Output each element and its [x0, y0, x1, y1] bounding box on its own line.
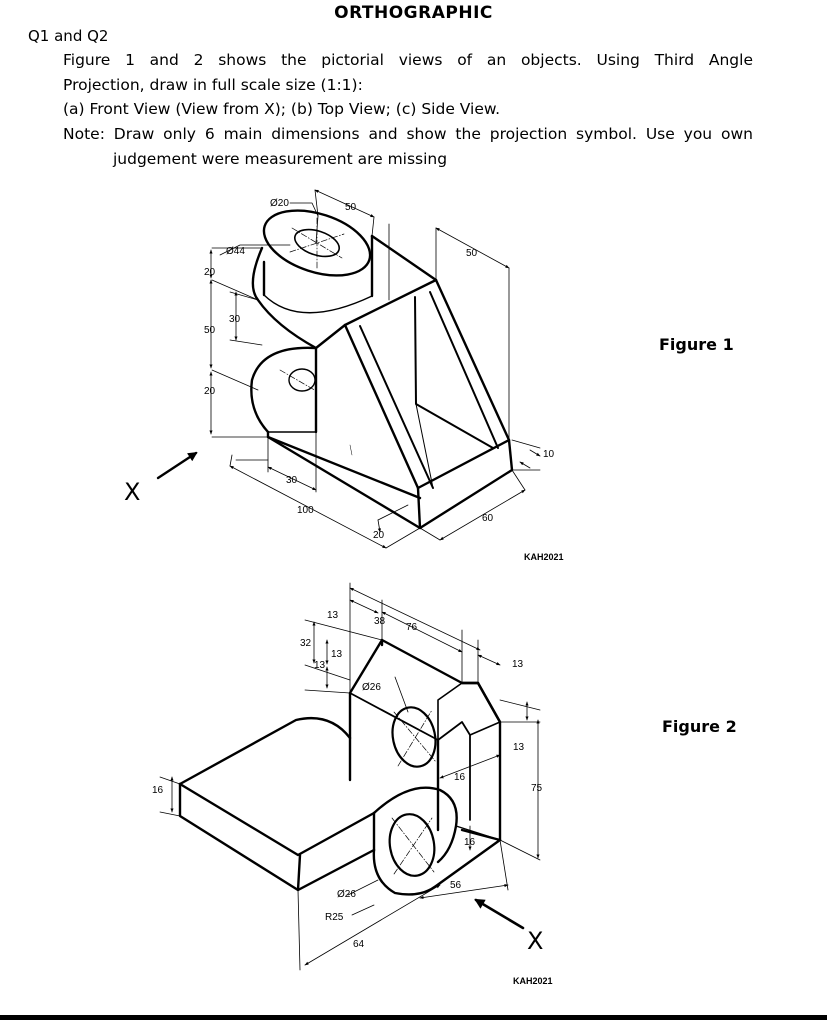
- fig1-slot: [359, 291, 499, 489]
- fig2-dim-radius: R25: [325, 912, 344, 923]
- figure-1-label: Figure 1: [659, 335, 734, 354]
- l4-word: Draw: [113, 125, 155, 143]
- fig1-dim-bottom-60: 60: [482, 513, 494, 524]
- page-bottom-rule: [0, 1015, 827, 1020]
- fig1-dim-bottom-30: 30: [286, 475, 298, 486]
- fig1-view-arrow: [156, 451, 198, 480]
- fig2-dim-left-13b: 13: [314, 660, 326, 671]
- l1-word: Figure: [63, 51, 111, 69]
- fig1-dim-right-50: 50: [466, 248, 478, 259]
- l4-word: projection: [489, 125, 568, 143]
- l4-word: Use: [645, 125, 675, 143]
- instruction-line-2: Projection, draw in full scale size (1:1…: [63, 76, 363, 94]
- fig2-dim-right-13b: 13: [513, 742, 525, 753]
- fig1-dim-bottom-100: 100: [297, 505, 314, 516]
- figure-1-drawing: [156, 189, 541, 549]
- l4-word: symbol.: [576, 125, 637, 143]
- fig2-upper-hole: [391, 706, 437, 768]
- l1-word: Angle: [708, 51, 753, 69]
- l1-word: 1: [125, 51, 135, 69]
- fig1-dim-top-50: 50: [345, 202, 357, 213]
- fig2-dim-bottom-56: 56: [450, 880, 462, 891]
- fig1-left-profile: [250, 246, 422, 500]
- fig1-dim-bottom-20: 20: [373, 530, 385, 541]
- fig2-dim-left-13a: 13: [331, 649, 343, 660]
- l1-word: the: [281, 51, 307, 69]
- l1-word: shows: [218, 51, 267, 69]
- fig2-dim-right-13a: 13: [512, 659, 524, 670]
- fig1-view-x-label: X: [124, 478, 140, 506]
- l1-word: views: [398, 51, 443, 69]
- l4-word: 6: [204, 125, 215, 143]
- l1-word: Using: [596, 51, 640, 69]
- fig1-dim-left-30: 30: [229, 314, 241, 325]
- fig2-view-arrow: [474, 898, 525, 930]
- l4-word: own: [721, 125, 753, 143]
- fig2-dim-hole-upper: Ø26: [362, 682, 381, 693]
- fig2-dim-hole-lower: Ø26: [337, 889, 356, 900]
- fig2-dimension-lines: [159, 582, 541, 971]
- fig2-dim-right-75: 75: [531, 783, 543, 794]
- l1-word: an: [486, 51, 507, 69]
- l4-word: only: [163, 125, 196, 143]
- l1-word: pictorial: [321, 51, 384, 69]
- fig1-dim-left-50: 50: [204, 325, 216, 336]
- l1-word: Third: [654, 51, 695, 69]
- l4-word: Note:: [63, 125, 105, 143]
- fig2-dim-right-16: 16: [464, 837, 476, 848]
- fig1-dim-left-20a: 20: [204, 267, 216, 278]
- fig2-dim-bottom-64: 64: [353, 939, 365, 950]
- instruction-line-5: judgement were measurement are missing: [113, 150, 448, 168]
- fig2-lower-boss: [372, 786, 501, 877]
- fig1-dimension-lines: [209, 189, 541, 549]
- fig2-dimension-labels: 13 38 76 32 13 13 Ø26 13 13 75 16 16 16 …: [152, 610, 543, 955]
- l1-word: and: [149, 51, 179, 69]
- fig1-dim-d20: Ø20: [270, 198, 289, 209]
- figure-2-credit: KAH2021: [513, 976, 553, 986]
- l4-word: dimensions: [271, 125, 360, 143]
- fig2-dim-mid-16: 16: [454, 772, 466, 783]
- l4-word: you: [683, 125, 713, 143]
- fig2-dim-top-13: 13: [327, 610, 339, 621]
- fig2-base-plate: [178, 716, 502, 896]
- l1-word: 2: [193, 51, 204, 69]
- figure-2-label: Figure 2: [662, 717, 737, 736]
- l4-word: and: [368, 125, 398, 143]
- instruction-line-3: (a) Front View (View from X); (b) Top Vi…: [63, 100, 501, 118]
- fig2-dim-top-38: 38: [374, 616, 386, 627]
- l4-word: show: [406, 125, 447, 143]
- l1-word: of: [457, 51, 473, 69]
- fig2-upright-block: [348, 638, 502, 842]
- figure-1-credit: KAH2021: [524, 552, 564, 562]
- fig1-dim-d44: Ø44: [226, 246, 245, 257]
- l4-word: main: [223, 125, 263, 143]
- figure-2-drawing: [159, 582, 541, 971]
- l1-word: objects.: [520, 51, 582, 69]
- fig2-dim-left-16: 16: [152, 785, 164, 796]
- fig1-dim-left-20b: 20: [204, 386, 216, 397]
- fig2-view-x-label: X: [527, 927, 543, 955]
- l4-word: the: [455, 125, 481, 143]
- fig2-dim-left-32: 32: [300, 638, 312, 649]
- fig2-dim-top-76: 76: [406, 622, 418, 633]
- fig1-dim-right-10: 10: [543, 449, 555, 460]
- question-label: Q1 and Q2: [28, 27, 109, 45]
- fig1-dimension-labels: Ø20 50 Ø44 50 20 30 50 20 30 100 20 60 1…: [124, 198, 555, 541]
- page-title: ORTHOGRAPHIC: [334, 3, 493, 23]
